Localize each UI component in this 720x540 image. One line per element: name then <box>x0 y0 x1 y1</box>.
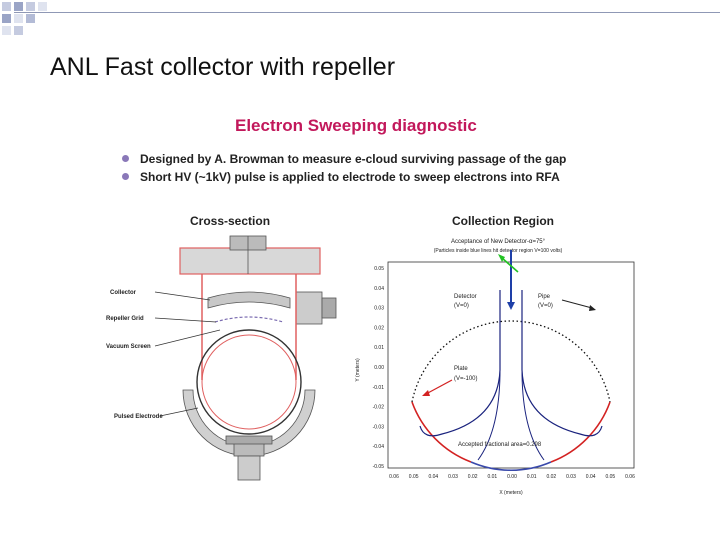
annotation-plate-voltage: (V=-100) <box>454 376 478 382</box>
x-tick-label: 0.03 <box>566 474 576 480</box>
x-tick-label: 0.02 <box>468 474 478 480</box>
cross-section-title: Cross-section <box>190 214 271 228</box>
header-rule <box>14 12 720 13</box>
x-tick-label: 0.06 <box>389 474 399 480</box>
figure-heading: Electron Sweeping diagnostic <box>235 116 477 135</box>
collection-region-plot: Acceptance of New Detector-α=75° (Partic… <box>355 239 635 496</box>
bullet-item: Designed by A. Browman to measure e-clou… <box>118 150 566 168</box>
label-vacuum-screen: Vacuum Screen <box>106 344 151 350</box>
y-tick-label: 0.00 <box>374 365 384 371</box>
x-tick-label: 0.04 <box>428 474 438 480</box>
x-tick-label: 0.01 <box>487 474 497 480</box>
label-repeller-grid: Repeller Grid <box>106 316 144 322</box>
y-tick-label: -0.03 <box>373 424 385 430</box>
y-tick-label: -0.04 <box>373 444 385 450</box>
y-tick-label: -0.05 <box>373 464 385 470</box>
y-tick-label: 0.01 <box>374 345 384 351</box>
x-tick-label: 0.01 <box>527 474 537 480</box>
annotation-pipe: Pipe <box>538 294 551 300</box>
x-tick-label: 0.05 <box>409 474 419 480</box>
x-tick-label: 0.05 <box>605 474 615 480</box>
annotation-detector: Detector <box>454 294 477 300</box>
label-pulsed-electrode: Pulsed Electrode <box>114 414 163 420</box>
bullet-dot-icon <box>122 155 129 162</box>
bullet-dot-icon <box>122 173 129 180</box>
x-tick-label: 0.02 <box>546 474 556 480</box>
y-tick-label: 0.05 <box>374 266 384 272</box>
embedded-figure: Electron Sweeping diagnostic Designed by… <box>100 108 660 500</box>
cross-section-diagram: Collector Repeller Grid Vacuum Screen Pu… <box>106 235 337 481</box>
plot-header-line2: (Particles inside blue lines hit detecto… <box>434 248 563 254</box>
annotation-detector-voltage: (V=0) <box>454 303 469 309</box>
x-tick-label: 0.04 <box>586 474 596 480</box>
plot-xlabel: X (meters) <box>499 490 523 496</box>
annotation-pipe-voltage: (V=0) <box>538 303 553 309</box>
x-tick-label: 0.03 <box>448 474 458 480</box>
bullet-list: Designed by A. Browman to measure e-clou… <box>118 150 566 186</box>
x-tick-label: 0.00 <box>507 474 517 480</box>
y-tick-label: 0.04 <box>374 286 384 292</box>
decorative-corner-squares <box>2 2 47 35</box>
bullet-item: Short HV (~1kV) pulse is applied to elec… <box>118 168 566 186</box>
y-tick-label: 0.02 <box>374 325 384 331</box>
slide-title: ANL Fast collector with repeller <box>50 53 396 81</box>
annotation-plate: Plate <box>454 366 468 372</box>
x-tick-label: 0.06 <box>625 474 635 480</box>
plot-ylabel: Y (meters) <box>355 358 361 382</box>
y-tick-label: -0.01 <box>373 385 385 391</box>
collection-region-title: Collection Region <box>452 214 554 228</box>
plot-header-line1: Acceptance of New Detector-α=75° <box>451 239 546 245</box>
annotation-accepted-area: Accepted fractional area=0.298 <box>458 442 542 448</box>
label-collector: Collector <box>110 290 137 296</box>
y-tick-label: -0.02 <box>373 405 385 411</box>
y-tick-label: 0.03 <box>374 306 384 312</box>
